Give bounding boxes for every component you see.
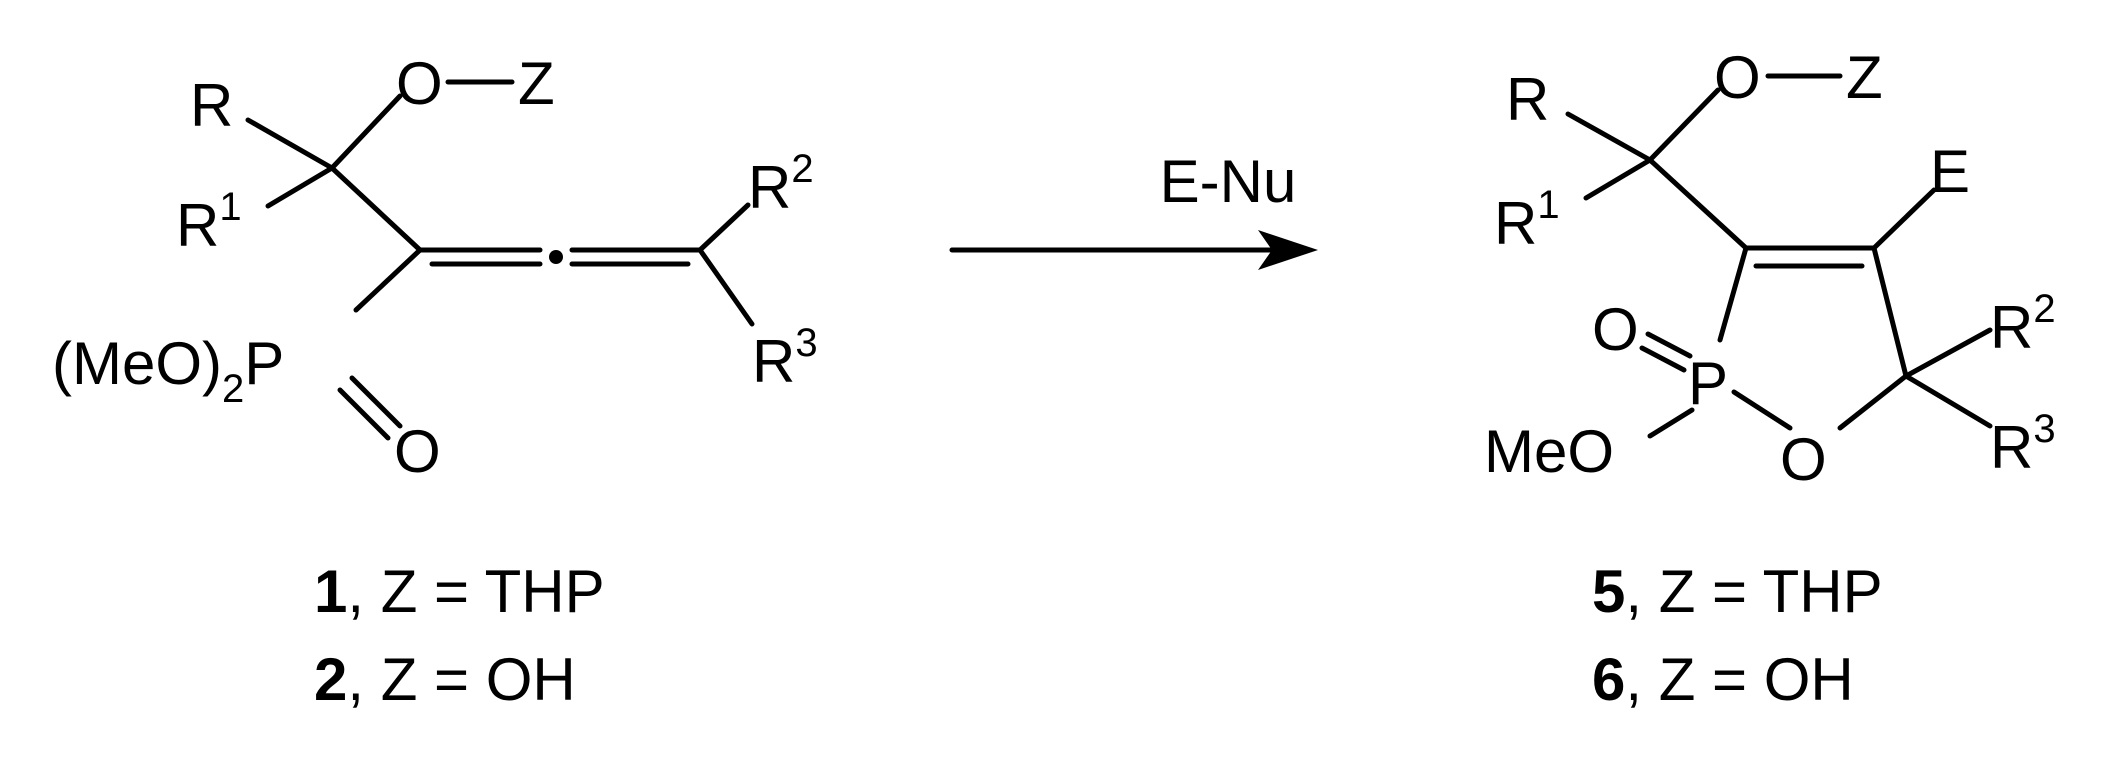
bond-c3-p	[1717, 245, 1749, 343]
bond-c4-e	[1871, 187, 1937, 251]
arrow-head	[1258, 230, 1318, 270]
captions-right: 5, Z = THP 6, Z = OH	[1592, 558, 1883, 713]
bond-c4-r2	[697, 202, 751, 253]
label-z: Z	[1846, 44, 1883, 111]
oxaphospholene-bonds	[1565, 73, 1993, 439]
captions-left: 1, Z = THP 2, Z = OH	[314, 558, 605, 713]
label-r1: R1	[176, 185, 242, 259]
bond-c4-r3	[697, 247, 755, 327]
allene-center-dot	[549, 250, 563, 264]
label-ether-o: O	[396, 50, 443, 117]
bond-c1-r1	[1583, 157, 1653, 201]
label-phosphorus: P	[1688, 350, 1728, 417]
oxaphospholene-structure: R R1 O Z E R2 R3 O P MeO O	[1484, 44, 2056, 493]
allene-labels: R R1 O Z R2 R3 (MeO)2P O	[52, 50, 818, 485]
allene-bonds	[245, 79, 755, 441]
label-r3: R3	[1990, 407, 2056, 481]
label-r3: R3	[752, 321, 818, 395]
bond-p-o-b	[337, 387, 391, 441]
oxaphospholene-labels: R R1 O Z E R2 R3 O P MeO O	[1484, 44, 2056, 493]
label-r: R	[190, 72, 233, 139]
label-ring-o: O	[1780, 426, 1827, 493]
bond-c1-r1	[265, 165, 335, 209]
caption-compound-2: 2, Z = OH	[314, 646, 576, 713]
caption-compound-5: 5, Z = THP	[1592, 558, 1883, 625]
label-r: R	[1506, 66, 1549, 133]
caption-compound-1: 1, Z = THP	[314, 558, 605, 625]
label-phosphonate: (MeO)2P	[52, 330, 284, 411]
bond-c1-o	[329, 93, 403, 171]
bond-p-oxo-b	[1639, 345, 1687, 373]
label-ether-o: O	[1714, 44, 1761, 111]
reaction-arrow: E-Nu	[949, 148, 1318, 270]
bond-c5-r3	[1903, 373, 1993, 429]
bond-p-ome	[1647, 407, 1695, 439]
bond-p-o-a	[349, 375, 403, 429]
bond-p-o	[1731, 389, 1793, 431]
allene-structure: R R1 O Z R2 R3 (MeO)2P O	[52, 50, 818, 485]
bond-c1-c3	[1647, 157, 1749, 251]
bond-c1-r	[245, 117, 335, 171]
bond-c5-r2	[1903, 327, 1993, 379]
bond-c1-c2	[329, 165, 423, 253]
label-r2: R2	[748, 147, 814, 221]
bond-c1-r	[1565, 111, 1653, 163]
label-methoxy: MeO	[1484, 418, 1614, 485]
label-phosphoryl-o: O	[394, 418, 441, 485]
caption-compound-6: 6, Z = OH	[1592, 646, 1854, 713]
bond-c1-o	[1647, 87, 1721, 163]
bond-c2-p	[353, 247, 423, 313]
label-e: E	[1930, 138, 1970, 205]
reagent-label: E-Nu	[1160, 148, 1297, 215]
bond-c5-o	[1837, 373, 1909, 431]
bond-c4-c5	[1871, 245, 1909, 379]
label-r1: R1	[1494, 183, 1560, 257]
label-r2: R2	[1990, 287, 2056, 361]
label-phosphoryl-o: O	[1592, 296, 1639, 363]
bond-p-oxo-a	[1645, 331, 1693, 359]
label-z: Z	[518, 50, 555, 117]
